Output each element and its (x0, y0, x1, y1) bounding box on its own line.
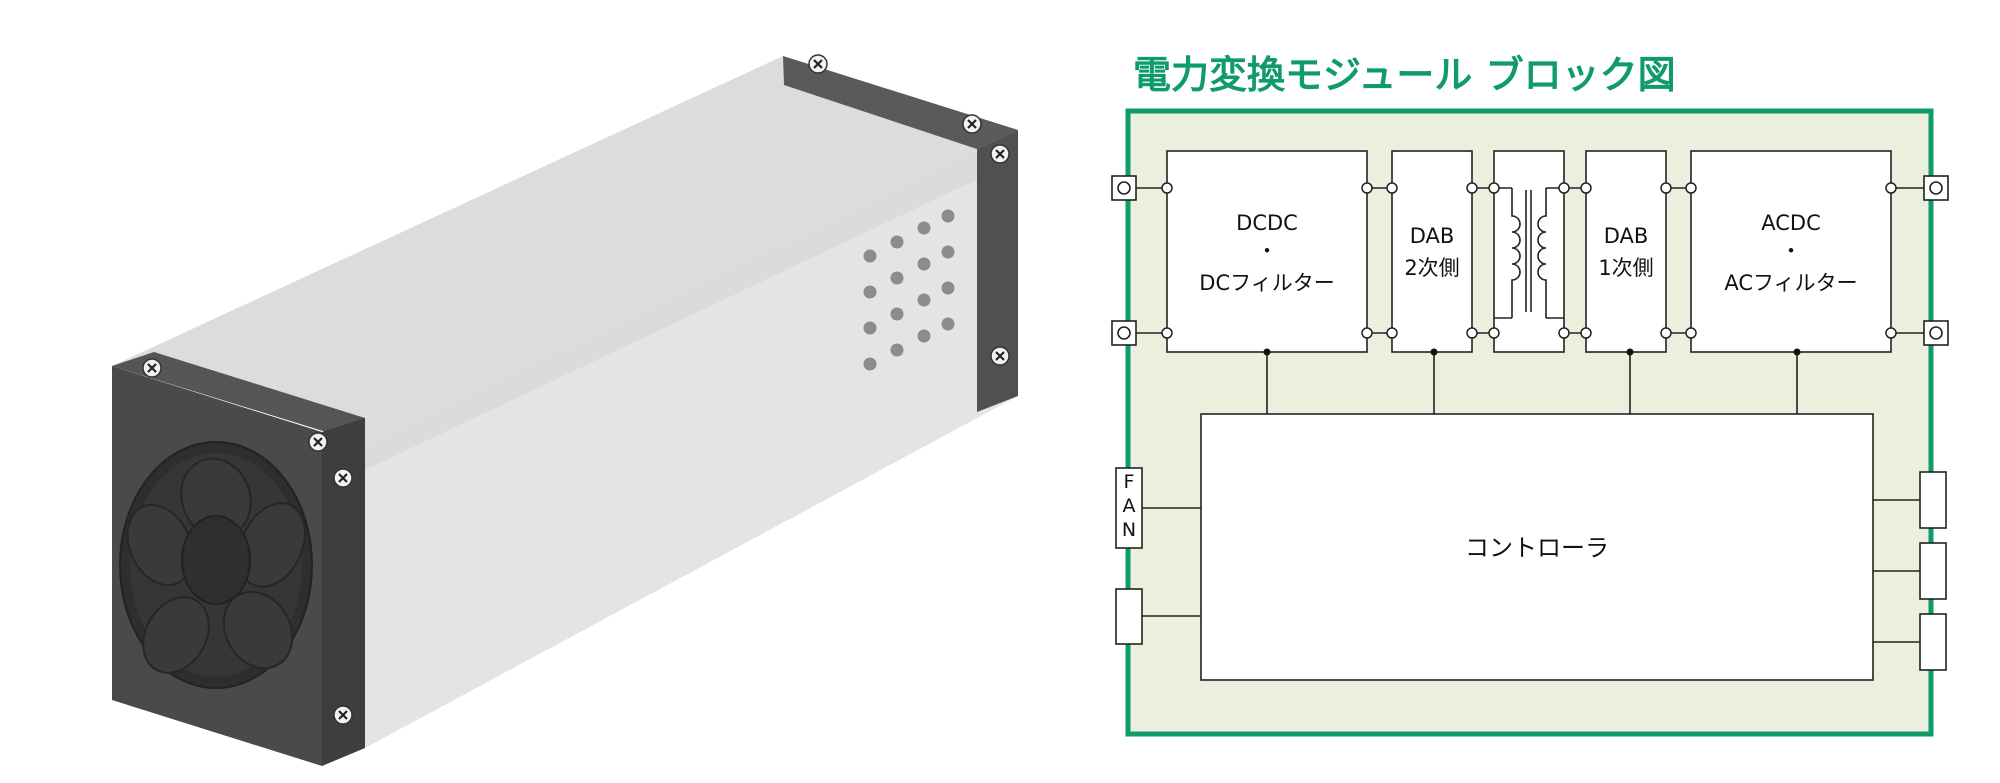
screw-icon (332, 467, 354, 489)
dab2-label-line-2: 2次側 (1404, 256, 1459, 280)
vent-hole-icon (890, 271, 904, 285)
module-back-cap-top (783, 56, 1018, 149)
control-lines (1266, 352, 1798, 414)
vent-hole-icon (890, 343, 904, 357)
io-connector-left (1115, 588, 1143, 645)
vent-hole-icon (941, 281, 955, 295)
transformer-icon (1494, 187, 1564, 319)
screw-icon (989, 143, 1011, 165)
acdc-label-line-1: ACDC (1761, 211, 1821, 235)
dab1-label-line-2: 1次側 (1598, 256, 1653, 280)
vent-hole-icon (917, 329, 931, 343)
block-controller (1200, 413, 1874, 681)
terminal-icon (1923, 320, 1949, 346)
vent-hole-icon (863, 249, 877, 263)
screw-icon (307, 431, 329, 453)
io-connector-right-2 (1919, 542, 1947, 600)
screw-icon (807, 53, 829, 75)
dcdc-label-line-3: DCフィルター (1199, 271, 1334, 295)
module-back-cap-side (977, 130, 1018, 412)
screw-icon (989, 345, 1011, 367)
block-transformer (1493, 150, 1565, 353)
vent-hole-icon (890, 307, 904, 321)
module-front-cap-top (112, 352, 365, 444)
acdc-label-line-2: ・ (1781, 239, 1802, 263)
dab2-label-line-1: DAB (1410, 224, 1455, 248)
block-acdc (1690, 150, 1892, 353)
fan-label-f: F (1124, 471, 1135, 493)
screw-icon (961, 113, 983, 135)
io-connector-right-3 (1919, 613, 1947, 671)
fan-icon (119, 441, 313, 689)
block-dcdc (1166, 150, 1368, 353)
vent-hole-icon (917, 257, 931, 271)
connection-nodes (1161, 182, 1897, 339)
module-front-cap-side (322, 418, 365, 766)
block-dab-primary (1585, 150, 1667, 353)
dcdc-label-line-1: DCDC (1236, 211, 1298, 235)
vent-hole-icon (941, 245, 955, 259)
dab1-label-line-1: DAB (1604, 224, 1649, 248)
diagram-title: 電力変換モジュール ブロック図 (1133, 53, 1676, 97)
vent-hole-icon (863, 321, 877, 335)
terminal-icon (1111, 320, 1137, 346)
screw-icon (332, 704, 354, 726)
io-connector-right-1 (1919, 471, 1947, 529)
vent-hole-icon (917, 221, 931, 235)
dcdc-label-line-2: ・ (1257, 239, 1278, 263)
block-diagram: 電力変換モジュール ブロック図 (1111, 53, 1949, 737)
vent-hole-icon (863, 357, 877, 371)
vent-hole-icon (890, 235, 904, 249)
fan-label-n: N (1122, 519, 1136, 541)
block-dab-secondary (1391, 150, 1473, 353)
control-junctions (1263, 348, 1801, 356)
module-side-face (365, 130, 1018, 748)
vent-hole-icon (941, 317, 955, 331)
acdc-label-line-3: ACフィルター (1724, 271, 1857, 295)
vent-holes (863, 209, 955, 371)
vent-hole-icon (917, 293, 931, 307)
screw-icon (141, 357, 163, 379)
fan-label-a: A (1123, 495, 1136, 517)
vent-hole-icon (941, 209, 955, 223)
module-top-face (112, 56, 1018, 444)
vent-hole-icon (863, 285, 877, 299)
controller-label: コントローラ (1465, 534, 1609, 562)
terminal-icon (1923, 175, 1949, 201)
terminal-icon (1111, 175, 1137, 201)
module-illustration (112, 53, 1018, 766)
